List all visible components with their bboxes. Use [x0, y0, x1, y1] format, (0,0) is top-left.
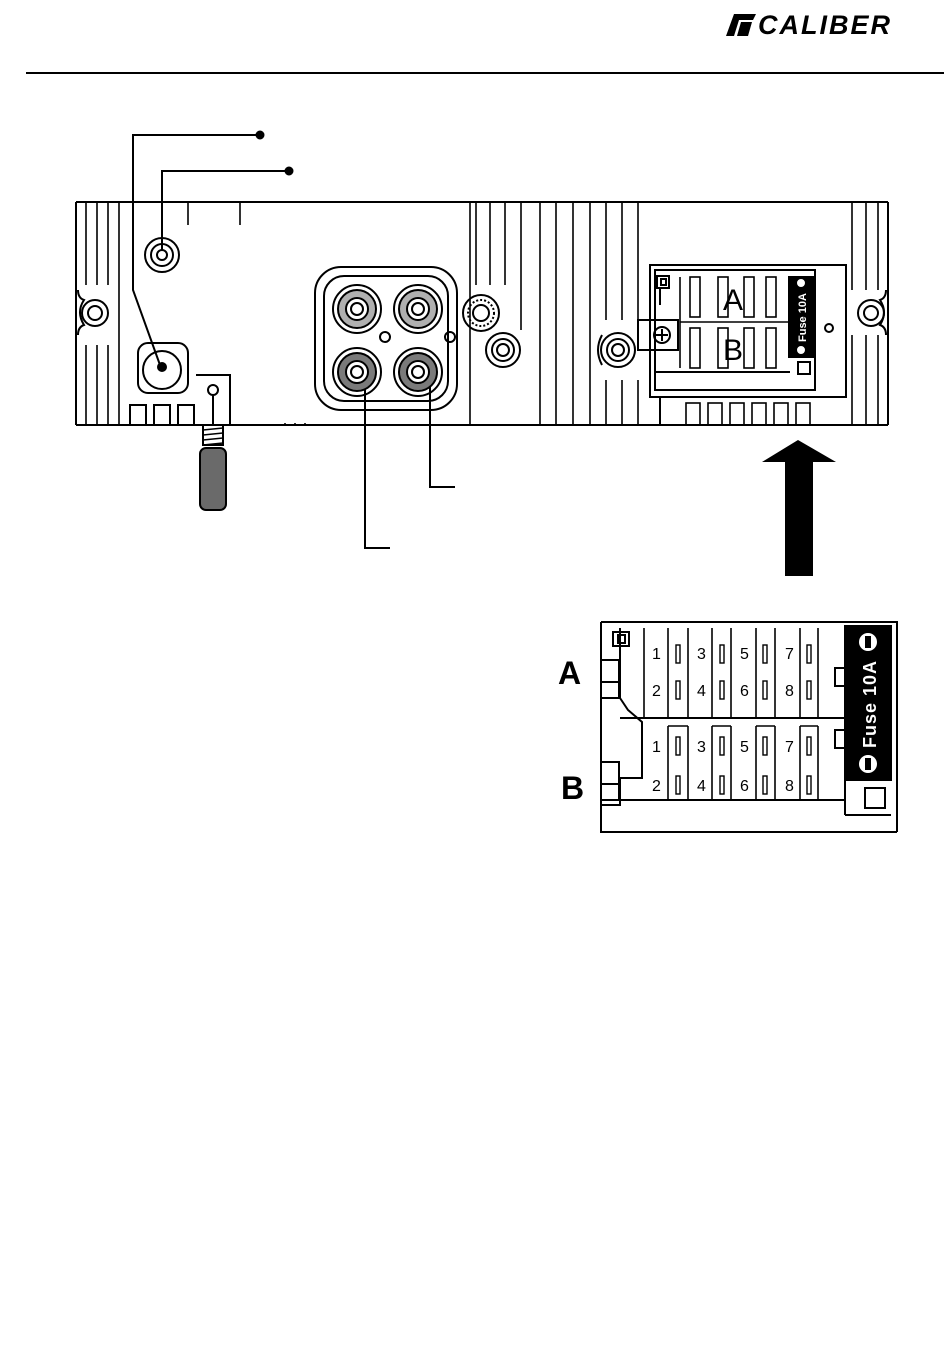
antenna-socket: [130, 343, 230, 425]
rca-jack-bottom-left: [333, 348, 381, 396]
rca-jack-bottom-right: [394, 348, 442, 396]
rca-block: [315, 267, 457, 410]
ground-screw: [200, 385, 226, 510]
rca-jack-top-left: [333, 285, 381, 333]
pin-b-1: 1: [652, 739, 661, 756]
block-b-label: B: [561, 770, 584, 806]
pin-b-7: 7: [785, 739, 794, 756]
aux-connector: [463, 295, 635, 367]
pin-b-3: 3: [697, 739, 706, 756]
rca-jack-top-right: [394, 285, 442, 333]
pin-a-3: 3: [697, 646, 706, 663]
pin-a-8: 8: [785, 683, 794, 700]
left-mount-hole: [78, 290, 108, 335]
connector-detail: [601, 622, 897, 832]
detail-fuse-label: Fuse 10A: [860, 660, 880, 748]
right-mount-hole: [858, 290, 886, 335]
pin-a-5: 5: [740, 646, 749, 663]
leader-lines: [133, 132, 455, 549]
unit-fuse-label: Fuse 10A: [797, 293, 809, 342]
pin-b-2: 2: [652, 778, 661, 795]
unit-connector-a-letter: A: [723, 284, 743, 317]
pin-a-4: 4: [697, 683, 706, 700]
pin-a-6: 6: [740, 683, 749, 700]
pin-b-4: 4: [697, 778, 706, 795]
pin-a-1: 1: [652, 646, 661, 663]
pin-b-8: 8: [785, 778, 794, 795]
pin-b-6: 6: [740, 778, 749, 795]
small-jack: [145, 238, 179, 272]
arrow-up-icon: [762, 440, 836, 576]
pin-a-7: 7: [785, 646, 794, 663]
pin-a-2: 2: [652, 683, 661, 700]
block-a-label: A: [558, 655, 581, 691]
unit-connector-b-letter: B: [723, 334, 743, 367]
pin-b-5: 5: [740, 739, 749, 756]
